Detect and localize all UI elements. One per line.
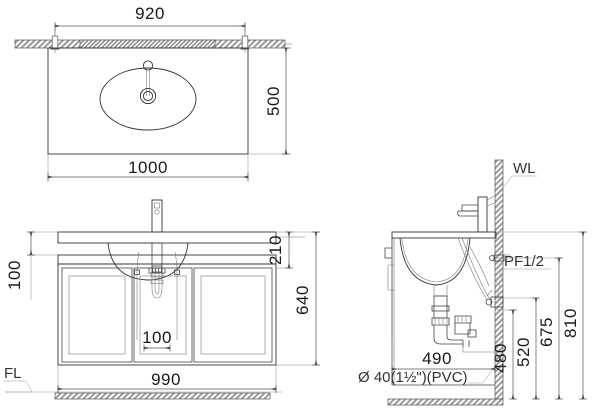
cabinet-carcass-front [57,263,277,366]
dim-label-480: 480 [491,343,510,373]
drain-pipe-callout-group: Ø 40(1½")(PVC) [358,369,493,386]
countertop-front-slab [57,231,277,244]
dimension-490: 490 [391,340,496,373]
front-elevation-view: 100 100 210 [3,199,320,400]
wall-line-label-group: WL [499,160,537,193]
supply-flex-lines [457,237,491,301]
cabinet-apron-band [57,254,277,265]
label-supply-thread: PF1/2 [504,253,544,270]
basin-section-bowl [399,237,471,286]
supply-thread-label-group: PF1/2 [495,253,551,301]
dimension-1000: 1000 [47,154,249,182]
floor-line-label-group: FL [3,365,33,393]
dim-label-920: 920 [135,4,165,23]
mounting-bolt-left [50,30,60,53]
label-drain-pipe: Ø 40(1½")(PVC) [358,369,468,386]
dim-label-990: 990 [151,370,181,389]
floor-slab-side [387,398,504,406]
dimension-480: 480 [491,309,517,400]
countertop-plan-outline [47,47,249,155]
faucet-plan-symbol [139,60,157,105]
mounting-bolt-right [240,30,250,53]
basin-plan-ellipse [99,67,197,131]
faucet-front-elevation [151,199,163,233]
drain-trap-front-assembly [134,243,180,340]
dim-label-100-trap: 100 [142,328,172,347]
dimension-100-counter: 100 [5,231,58,300]
dim-label-210: 210 [266,235,285,265]
dim-label-640: 640 [293,285,312,315]
cabinet-door-right [193,267,273,363]
dim-label-1000: 1000 [128,158,168,177]
dimension-640: 640 [276,231,320,366]
dimension-990: 990 [57,365,277,393]
dim-label-100-counter: 100 [5,260,24,290]
dimension-675: 675 [497,257,563,400]
label-wall-line: WL [513,160,536,177]
floor-slab-front [54,392,271,400]
drain-trap-side-assembly [431,295,497,353]
cabinet-door-left [61,267,133,363]
dim-label-490: 490 [422,349,452,368]
label-floor-line: FL [4,365,22,382]
countertop-side-slab [391,231,497,239]
dimension-210: 210 [266,231,293,269]
top-view: 920 [14,4,292,182]
side-section-view: WL [358,159,587,406]
dim-label-520: 520 [514,337,533,367]
dim-label-810: 810 [561,308,580,338]
dimension-520: 520 [497,297,540,400]
dim-label-500: 500 [264,86,283,116]
basin-front-curve [107,242,189,281]
dimension-920: 920 [54,4,246,46]
dimension-100-trap: 100 [142,328,172,352]
faucet-side-profile [457,195,495,233]
dim-label-675: 675 [537,317,556,347]
dimension-500: 500 [248,47,291,155]
dimension-810: 810 [497,231,587,400]
